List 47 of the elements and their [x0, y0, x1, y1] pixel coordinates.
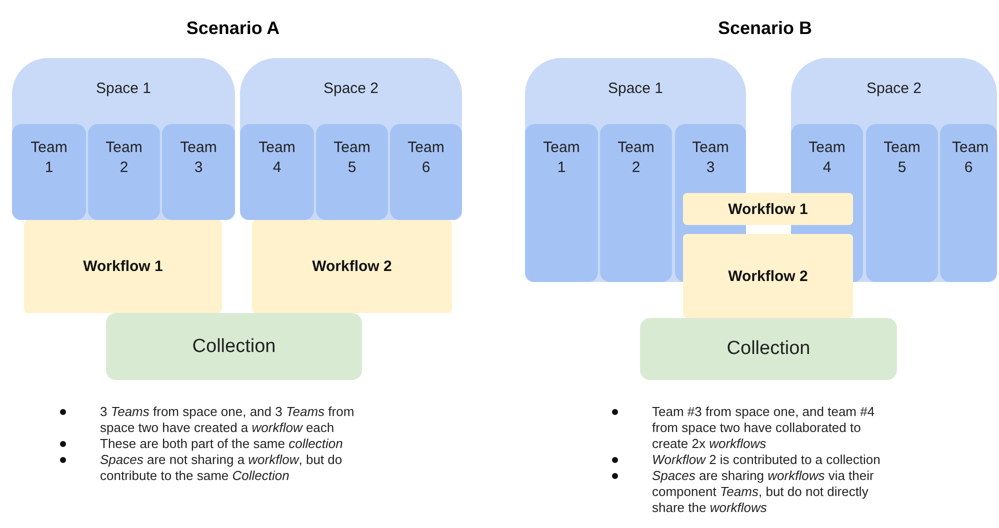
- collection-box: [106, 313, 362, 380]
- team-label: Team 3: [179, 138, 218, 178]
- bullet-text: Workflow 2 is contributed to a collection: [652, 452, 880, 468]
- team-label: Team 5: [332, 138, 372, 178]
- scenario-heading: Scenario B: [716, 18, 814, 39]
- team-label: Team 2: [616, 138, 656, 178]
- workflow-box: [683, 193, 853, 225]
- workflow-box: [252, 220, 452, 313]
- workflow-label: Workflow 2: [728, 268, 808, 284]
- space-panel: [12, 58, 235, 220]
- team-column: [940, 124, 997, 282]
- space-label: Space 1: [94, 80, 152, 97]
- collection-box: [640, 318, 897, 380]
- team-label: Team 3: [691, 138, 730, 178]
- space-panel: [240, 58, 462, 220]
- space-label: Space 2: [322, 80, 380, 97]
- team-column: [525, 124, 598, 282]
- space-label: Space 1: [606, 80, 664, 97]
- workflow-box: [24, 220, 222, 313]
- scenario-heading: Scenario A: [185, 18, 281, 39]
- team-column: [88, 124, 160, 220]
- collection-label: Collection: [726, 338, 810, 360]
- bullet-text: Spaces are not sharing a workflow, but do contribute to the same Collection: [100, 452, 344, 484]
- team-column: [866, 124, 938, 282]
- team-label: Team 1: [30, 138, 68, 178]
- workflow-label: Workflow 1: [728, 200, 808, 218]
- workflow-label: Workflow 1: [83, 258, 163, 275]
- team-column: [240, 124, 314, 220]
- team-column: [390, 124, 462, 220]
- bullet-text: These are both part of the same collection: [100, 436, 343, 452]
- team-column: [600, 124, 672, 282]
- collection-label: Collection: [192, 336, 276, 358]
- team-label: Team 6: [406, 138, 446, 178]
- team-column: [12, 124, 86, 220]
- bullet-text: Spaces are sharing workflows via their component Teams, but do not directly share the workflows: [652, 468, 875, 516]
- team-label: Team 1: [542, 138, 581, 178]
- team-label: Team 2: [104, 138, 144, 178]
- workflow-label: Workflow 2: [312, 258, 392, 275]
- workflow-box: [683, 234, 853, 318]
- team-label: Team 4: [808, 138, 846, 178]
- team-label: Team 4: [258, 138, 296, 178]
- team-column: [162, 124, 235, 220]
- team-label: Team 6: [951, 138, 990, 178]
- space-label: Space 2: [865, 80, 923, 97]
- bullet-text: Team #3 from space one, and team #4 from space two have collaborated to create 2x workflows: [652, 404, 876, 452]
- team-column: [316, 124, 388, 220]
- team-label: Team 5: [882, 138, 922, 178]
